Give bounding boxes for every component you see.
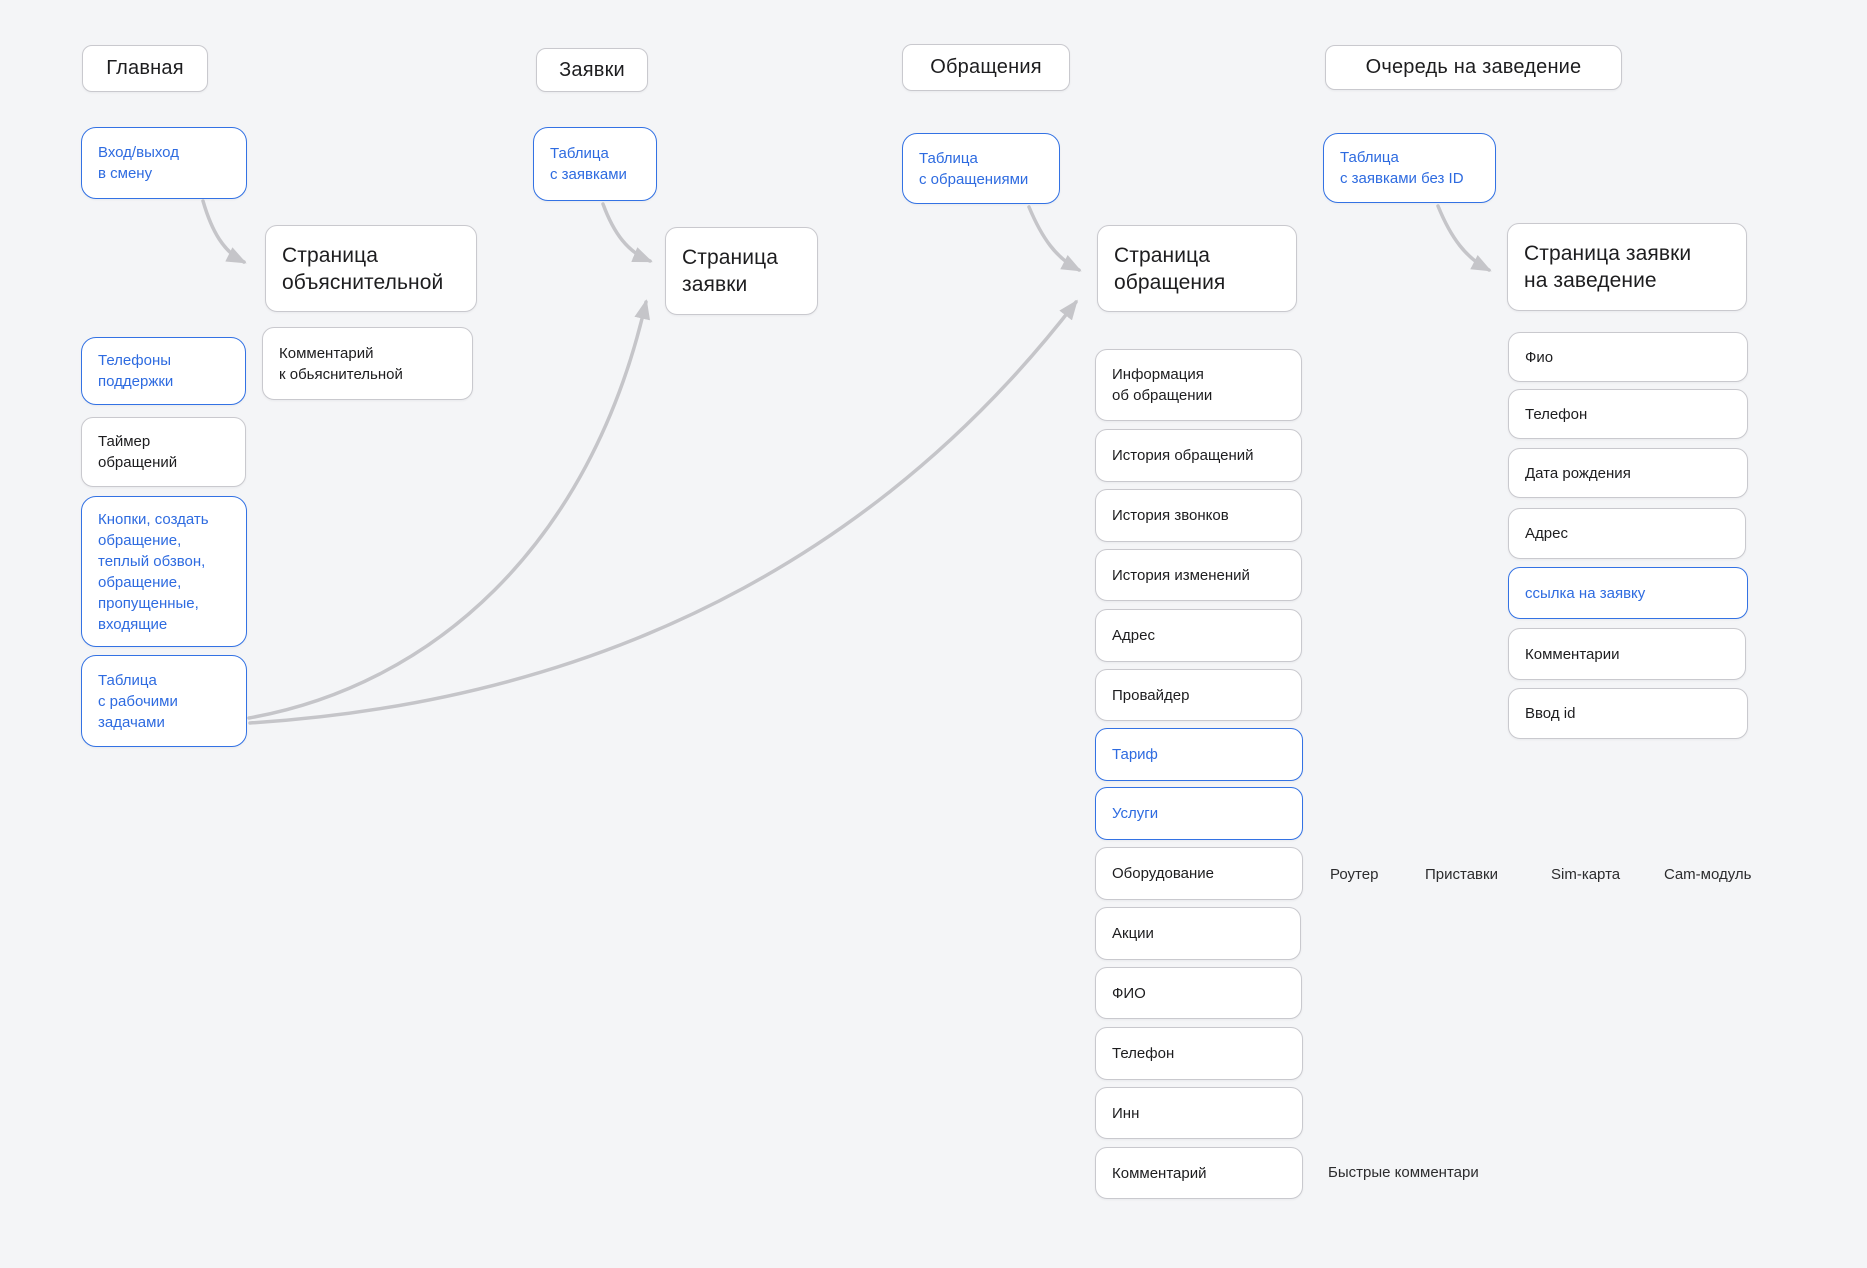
node-work-tasks-table: Таблица с рабочими задачами — [81, 655, 247, 747]
node-fio: ФИО — [1095, 967, 1302, 1019]
node-changes-history: История изменений — [1095, 549, 1302, 601]
arrow-entry-to-page-zayavki — [601, 202, 653, 263]
label-cam-module: Cam-модуль — [1664, 866, 1752, 883]
node-services: Услуги — [1095, 787, 1303, 840]
arrow-entry-to-page-obrashcheniya — [1027, 205, 1082, 272]
node-explanatory-comment: Комментарий к обьяснительной — [262, 327, 473, 400]
arrow-entry-to-page-glavnaya — [201, 199, 247, 264]
node-address: Адрес — [1095, 609, 1302, 662]
node-promotions: Акции — [1095, 907, 1301, 960]
node-zav-phone: Телефон — [1508, 389, 1748, 439]
node-phone: Телефон — [1095, 1027, 1303, 1080]
node-comment: Комментарий — [1095, 1147, 1303, 1199]
node-zav-birthdate: Дата рождения — [1508, 448, 1748, 498]
label-quick-comments: Быстрые комментари — [1328, 1164, 1479, 1181]
node-page-obrashchenie: Страница обращения — [1097, 225, 1297, 312]
node-zav-comments: Комментарии — [1508, 628, 1746, 680]
section-header-ochered: Очередь на заведение — [1325, 45, 1622, 90]
node-zav-link-to-zayavka: ссылка на заявку — [1508, 567, 1748, 619]
node-tariff: Тариф — [1095, 728, 1303, 781]
node-zav-input-id: Ввод id — [1508, 688, 1748, 739]
node-page-zayavka-na-zavedenie: Страница заявки на заведение — [1507, 223, 1747, 311]
node-info-about-request: Информация об обращении — [1095, 349, 1302, 421]
node-requests-history: История обращений — [1095, 429, 1302, 482]
section-header-obrashcheniya: Обращения — [902, 44, 1070, 91]
node-page-explanatory: Страница объяснительной — [265, 225, 477, 312]
node-provider: Провайдер — [1095, 669, 1302, 721]
node-equipment: Оборудование — [1095, 847, 1303, 900]
node-inn: Инн — [1095, 1087, 1303, 1139]
section-header-zayavki: Заявки — [536, 48, 648, 92]
label-set-top-boxes: Приставки — [1425, 866, 1498, 883]
arrow-entry-to-page-ochered — [1436, 204, 1492, 272]
label-router: Роутер — [1330, 866, 1379, 883]
node-shift-in-out: Вход/выход в смену — [81, 127, 247, 199]
node-no-id-zayavki-table: Таблица с заявками без ID — [1323, 133, 1496, 203]
node-obrashcheniya-table: Таблица с обращениями — [902, 133, 1060, 204]
node-requests-timer: Таймер обращений — [81, 417, 246, 487]
node-support-phones: Телефоны поддержки — [81, 337, 246, 405]
node-action-buttons: Кнопки, создать обращение, теплый обзвон… — [81, 496, 247, 647]
node-page-zayavka: Страница заявки — [665, 227, 818, 315]
node-zayavki-table: Таблица с заявками — [533, 127, 657, 201]
node-zav-fio: Фио — [1508, 332, 1748, 382]
node-zav-address: Адрес — [1508, 508, 1746, 559]
section-header-glavnaya: Главная — [82, 45, 208, 92]
label-sim-card: Sim-карта — [1551, 866, 1621, 883]
node-calls-history: История звонков — [1095, 489, 1302, 542]
